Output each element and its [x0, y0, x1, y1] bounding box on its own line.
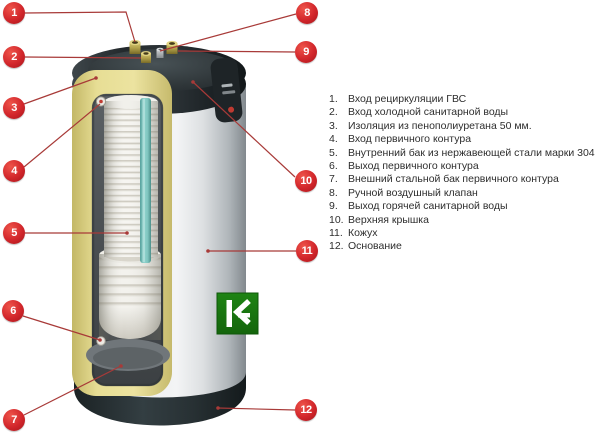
legend-item-number: 7.: [329, 173, 338, 186]
leader-line-2: [24, 56, 142, 59]
legend-item: 5. Внутренний бак из нержавеющей стали ма…: [329, 147, 597, 160]
legend-item-label: Вход холодной санитарной воды: [348, 106, 509, 119]
legend-item: 2. Вход холодной санитарной воды: [329, 106, 597, 119]
legend-item-number: 6.: [329, 159, 338, 172]
callout-1: 1: [3, 2, 25, 24]
legend-item: 8. Ручной воздушный клапан: [329, 187, 597, 200]
legend-item: 10. Верхняя крышка: [329, 214, 597, 227]
legend-item-label: Изоляция из пенополиуретана 50 мм.: [348, 119, 532, 132]
leader-line-4: [23, 103, 101, 168]
legend-item-number: 8.: [329, 186, 338, 199]
cold-water-inlet-fitting: [141, 51, 151, 63]
legend-item-number: 5.: [329, 146, 338, 159]
legend-item: 11. Кожух: [329, 227, 597, 240]
callout-4: 4: [3, 160, 25, 182]
legend-item-label: Внешний стальной бак первичного контура: [348, 173, 559, 186]
callout-3: 3: [3, 97, 25, 119]
leader-line-7: [23, 365, 122, 416]
legend-item-number: 9.: [329, 200, 338, 213]
legend-item: 12. Основание: [329, 240, 597, 253]
legend-item-label: Вход первичного контура: [348, 133, 472, 146]
legend-item-label: Вход рециркуляции ГВС: [348, 93, 467, 105]
legend-item-label: Выход горячей санитарной воды: [348, 200, 508, 213]
callout-11: 11: [296, 240, 318, 262]
callout-2: 2: [3, 46, 25, 68]
hot-water-outlet-fitting: [166, 40, 178, 54]
callout-7: 7: [3, 409, 25, 431]
leader-line-6: [22, 315, 101, 341]
legend-item: 9. Выход горячей санитарной воды: [329, 200, 597, 213]
legend-item: 6. Выход первичного контура: [329, 160, 597, 173]
legend-item-number: 2.: [329, 106, 338, 119]
legend-item-label: Выход первичного контура: [348, 159, 479, 172]
recirculation-inlet-fitting: [129, 39, 141, 54]
callout-12: 12: [295, 399, 317, 421]
legend-item: 1. Вход рециркуляции ГВС: [329, 93, 597, 106]
legend-item-number: 3.: [329, 119, 338, 132]
callout-5: 5: [3, 222, 25, 244]
base: [74, 372, 246, 426]
cavity-floor: [86, 339, 170, 371]
brand-logo: [216, 292, 259, 335]
air-valve-fitting: [156, 47, 164, 58]
legend-item: 3. Изоляция из пенополиуретана 50 мм.: [329, 120, 597, 133]
leader-line-9: [177, 50, 296, 53]
leader-line-12: [217, 407, 296, 411]
legend-item: 4. Вход первичного контура: [329, 133, 597, 146]
callout-6: 6: [2, 300, 24, 322]
legend-item-number: 11.: [329, 226, 343, 239]
legend-list: 1. Вход рециркуляции ГВС 2. Вход холодной …: [329, 93, 597, 254]
legend-item-number: 4.: [329, 133, 338, 146]
callout-9: 9: [295, 41, 317, 63]
legend-item-number: 1.: [329, 93, 338, 105]
top-fittings: [129, 39, 178, 63]
legend-item-number: 10.: [329, 213, 344, 226]
leader-line-10: [192, 81, 296, 178]
legend-item-label: Кожух: [348, 226, 378, 239]
leader-dots: [94, 76, 220, 410]
legend-item-label: Верхняя крышка: [348, 213, 429, 226]
callout-8: 8: [296, 2, 318, 24]
callout-10: 10: [295, 170, 317, 192]
leader-line-8: [159, 13, 297, 52]
legend-item: 7. Внешний стальной бак первичного контур…: [329, 173, 597, 186]
legend-item-label: Основание: [348, 240, 402, 253]
legend-item-number: 12.: [329, 240, 344, 253]
leader-line-3: [23, 77, 97, 105]
dip-pipe: [140, 98, 151, 263]
legend-item-label: Ручной воздушный клапан: [348, 186, 478, 199]
primary-inlet-valve: [95, 96, 107, 107]
inner-tank: [99, 246, 161, 340]
k-arrow-logo-icon: [226, 298, 251, 327]
leader-line-1: [24, 11, 136, 43]
leader-lines: [22, 11, 297, 416]
legend-item-label: Внутренний бак из нержавеющей стали марк…: [348, 146, 595, 159]
